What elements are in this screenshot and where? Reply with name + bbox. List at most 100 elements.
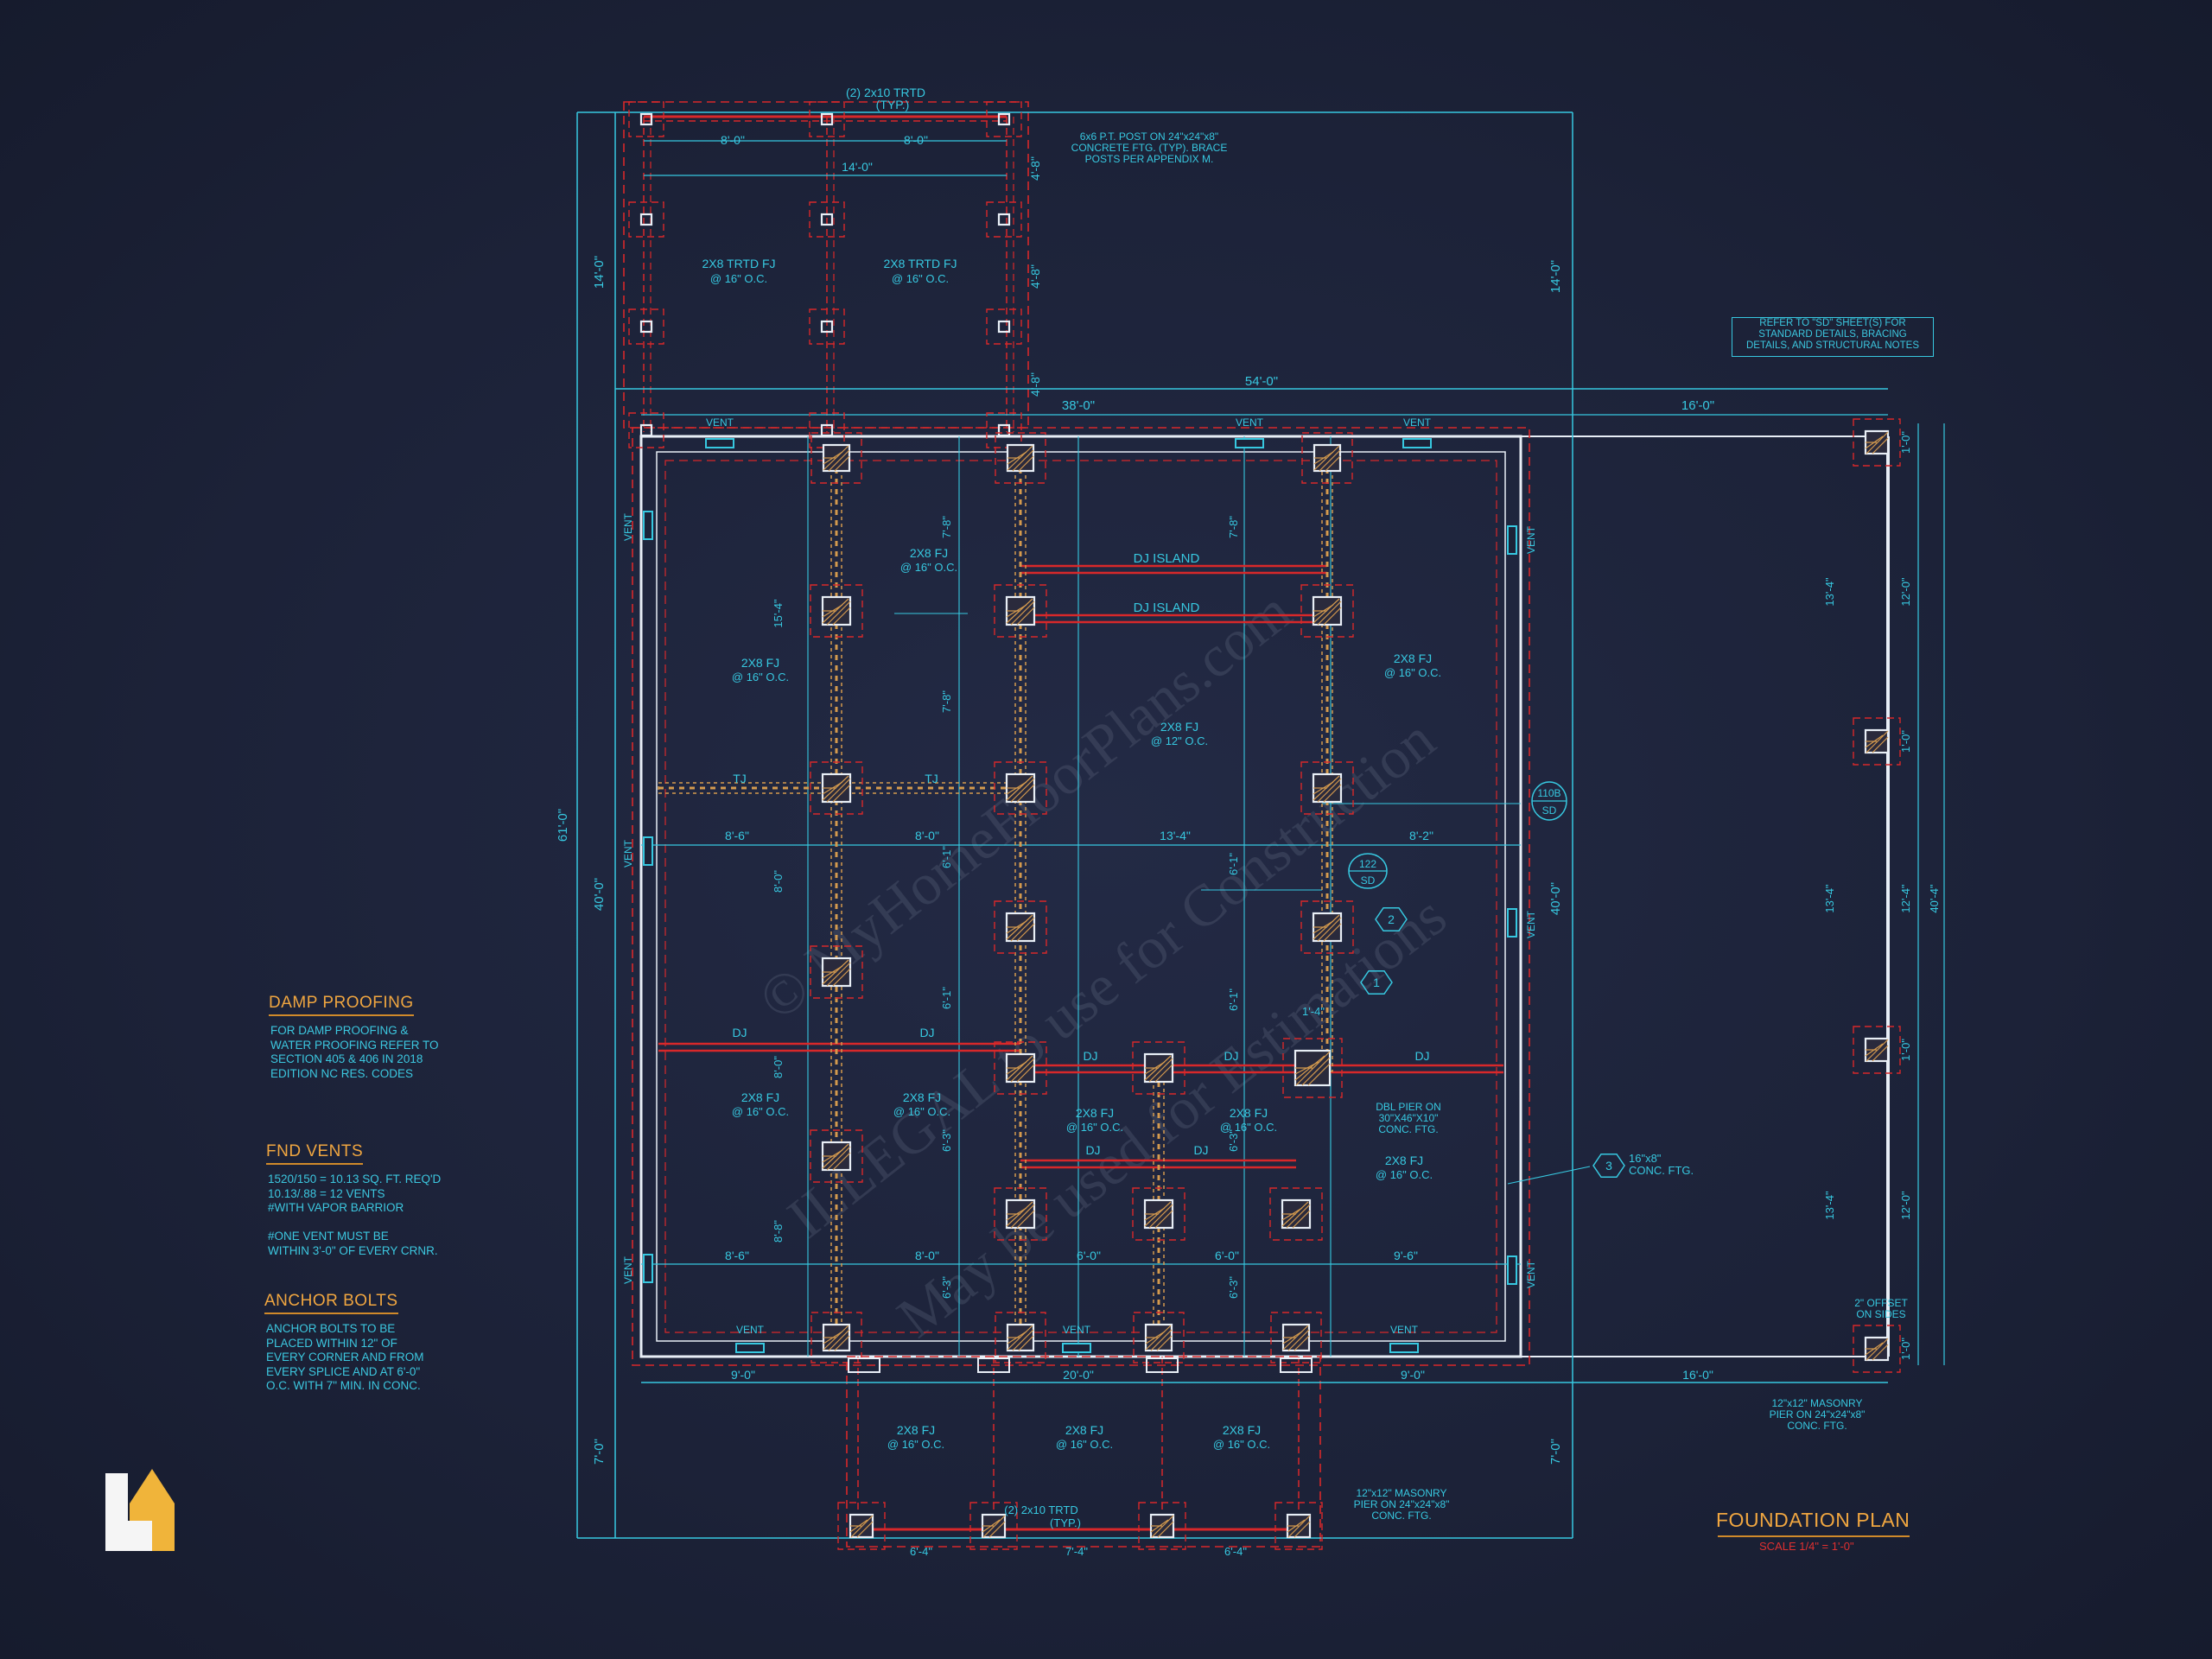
porch-anchor bbox=[1280, 1357, 1313, 1373]
masonry-pier-text: PIER ON 24"x24"x8" bbox=[1770, 1408, 1866, 1421]
label-text: 1'-0" bbox=[1899, 431, 1912, 454]
label-text: 4'-8" bbox=[1028, 264, 1042, 289]
label-text: 12'-0" bbox=[1899, 577, 1912, 607]
label-text: 9'-0" bbox=[1401, 1368, 1425, 1382]
pier-footing bbox=[994, 1187, 1047, 1241]
label-text: 1'-0" bbox=[1899, 1338, 1912, 1360]
label-text: DJ bbox=[1083, 1049, 1097, 1063]
label-text: VENT bbox=[622, 512, 634, 541]
pier-hatch bbox=[1313, 598, 1340, 624]
pier-hatch bbox=[1145, 1331, 1166, 1344]
pier-hatch bbox=[1010, 601, 1035, 626]
main-foundation-wall-inner bbox=[656, 451, 1506, 1342]
conc-ftg-text: CONC. FTG. bbox=[1629, 1164, 1694, 1177]
label-text: VENT bbox=[1525, 525, 1537, 554]
pier-hatch bbox=[1292, 1210, 1311, 1229]
pier-footing bbox=[994, 1041, 1047, 1095]
pier-hatch bbox=[834, 455, 850, 472]
pier-footing bbox=[837, 1502, 886, 1550]
pier-hatch bbox=[823, 451, 843, 465]
drawing-scale: SCALE 1/4" = 1'-0" bbox=[1759, 1540, 1854, 1553]
pier-hatch bbox=[1007, 1331, 1027, 1344]
drawing-title: FOUNDATION PLAN bbox=[1716, 1509, 1910, 1531]
label-text: 61'-0" bbox=[556, 809, 570, 842]
pier-hatch bbox=[1150, 1519, 1169, 1533]
pier-footing bbox=[1133, 1312, 1185, 1363]
anchor-bolts-title: ANCHOR BOLTS bbox=[264, 1292, 398, 1314]
pier-hatch bbox=[849, 1519, 868, 1533]
label-text: DJ bbox=[1414, 1049, 1429, 1063]
pier-footing bbox=[810, 1129, 863, 1183]
pier-footing bbox=[1282, 1038, 1343, 1098]
label-text: (TYP.) bbox=[1050, 1516, 1081, 1529]
vent bbox=[735, 1343, 765, 1353]
vent bbox=[643, 1254, 653, 1283]
label-text: 1'-0" bbox=[1899, 1039, 1912, 1061]
pier-hatch bbox=[1872, 736, 1889, 753]
label-text: 1'-0" bbox=[1899, 730, 1912, 753]
label-text: VENT bbox=[736, 1324, 765, 1336]
label-text: DJ ISLAND bbox=[1134, 551, 1200, 566]
pier-footing bbox=[986, 201, 1022, 238]
label-text: 8'-8" bbox=[772, 1220, 785, 1243]
pier-hatch bbox=[1295, 1051, 1331, 1086]
label-text: 2X8 FJ bbox=[1160, 720, 1198, 734]
label-text: 6'-3" bbox=[1227, 1276, 1240, 1299]
pier-hatch bbox=[1016, 784, 1035, 803]
label-text: 6'-1" bbox=[940, 846, 953, 868]
pier-hatch bbox=[1018, 455, 1034, 472]
label-text: 8'-0" bbox=[915, 829, 939, 842]
pier-hatch bbox=[832, 784, 851, 803]
label-text: 8'-6" bbox=[725, 829, 749, 842]
pier-hatch bbox=[1012, 449, 1034, 472]
vent bbox=[705, 438, 734, 448]
pier-hatch bbox=[1016, 923, 1035, 942]
label-text: 7'-8" bbox=[940, 516, 953, 538]
pier-footing bbox=[1274, 1502, 1323, 1550]
label-text: 1'-4" bbox=[1302, 1005, 1325, 1018]
deck-post bbox=[639, 112, 653, 126]
label-text: @ 16" O.C. bbox=[887, 1438, 944, 1451]
pier-footing bbox=[809, 412, 845, 448]
pier-hatch bbox=[1319, 449, 1341, 472]
pier-hatch bbox=[834, 1335, 850, 1351]
deck-post bbox=[820, 213, 834, 226]
vent bbox=[1235, 438, 1264, 448]
label-text: 2X8 FJ bbox=[1076, 1106, 1114, 1120]
label-text: 2X8 TRTD FJ bbox=[883, 257, 957, 270]
pier-hatch bbox=[1148, 1204, 1173, 1229]
deck-post bbox=[639, 423, 653, 437]
label-text: VENT bbox=[1403, 416, 1432, 429]
brand-logo bbox=[105, 1469, 175, 1551]
pier-footing bbox=[1132, 1187, 1185, 1241]
pier-hatch bbox=[1012, 1329, 1034, 1351]
pier-hatch bbox=[1007, 451, 1027, 465]
pier-hatch bbox=[1313, 775, 1340, 801]
pier-hatch bbox=[1866, 730, 1889, 753]
label-text: 6'-0" bbox=[1215, 1249, 1239, 1262]
pier-hatch bbox=[1154, 1210, 1173, 1229]
label-text: 13'-4" bbox=[1823, 577, 1836, 607]
pier-hatch bbox=[1287, 1329, 1310, 1351]
damp-proofing-title: DAMP PROOFING bbox=[269, 994, 414, 1016]
label-text: 13'-4" bbox=[1160, 829, 1191, 842]
pier-footing bbox=[809, 101, 845, 137]
tag-hexagon bbox=[1360, 969, 1393, 995]
pier-footing bbox=[1853, 1026, 1901, 1074]
pier-hatch bbox=[1313, 914, 1340, 940]
label-text: (TYP.) bbox=[876, 98, 910, 111]
logo-base bbox=[128, 1521, 152, 1551]
label-text: 14'-0" bbox=[1548, 260, 1563, 293]
label-text: 6'-3" bbox=[1227, 1129, 1240, 1152]
pier-hatch bbox=[822, 959, 849, 985]
pier-hatch bbox=[1151, 1515, 1174, 1538]
pier-footing bbox=[628, 308, 664, 345]
label-text: 9'-6" bbox=[1394, 1249, 1418, 1262]
porch-anchor bbox=[977, 1357, 1010, 1373]
pier-hatch bbox=[823, 1325, 849, 1351]
label-text: 40'-4" bbox=[1928, 884, 1941, 913]
pier-hatch bbox=[1144, 1201, 1172, 1227]
pier-hatch bbox=[1872, 437, 1889, 454]
pier-hatch bbox=[1317, 601, 1342, 626]
label-text: 6'-1" bbox=[1227, 853, 1240, 875]
